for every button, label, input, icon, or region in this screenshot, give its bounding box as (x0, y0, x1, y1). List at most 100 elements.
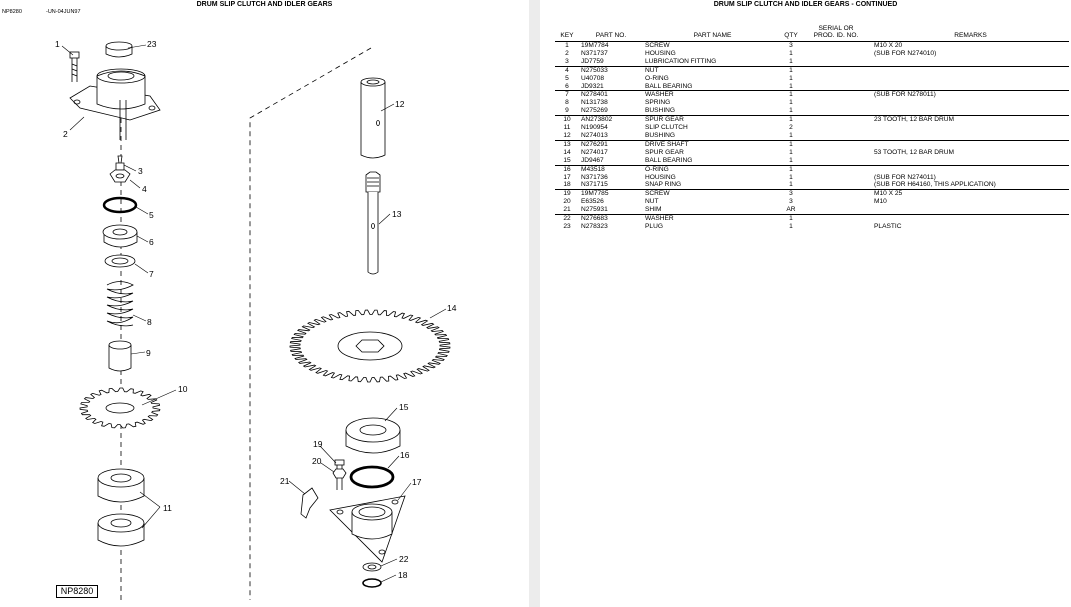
callout-15: 15 (399, 402, 409, 412)
cell-key: 22 (555, 214, 579, 223)
cell-part-no: M43518 (579, 164, 643, 174)
part-11-slip-clutch (97, 468, 145, 547)
col-serial: SERIAL OR PROD. ID. NO. (800, 25, 872, 42)
cell-key: 4 (555, 65, 579, 75)
cell-remarks (872, 99, 1069, 107)
cell-part-name: HOUSING (645, 173, 676, 181)
cell-part-name: BALL BEARING (645, 82, 693, 90)
part-10-spur-gear-small (79, 387, 161, 429)
cell-remarks (872, 139, 1069, 149)
cell-part-no: N371715 (581, 181, 608, 189)
cell-part-name: HOUSING (645, 49, 676, 57)
cell-serial (800, 83, 872, 91)
callout-12: 12 (395, 99, 405, 109)
cell-qty: 1 (789, 107, 793, 115)
cell-part-no: 19M7784 (581, 42, 609, 49)
cell-key: 17 (563, 173, 571, 181)
cell-remarks: PLASTIC (874, 222, 902, 230)
cell-qty: 1 (789, 156, 793, 164)
cell-serial (800, 90, 872, 100)
part-9-bushing (108, 340, 132, 372)
parts-table-header: KEY PART NO. PART NAME QTY SERIAL OR PRO… (555, 25, 1069, 42)
cell-part-no: N278401 (579, 90, 643, 100)
cell-part-name: SCREW (645, 42, 670, 49)
cell-key: 20 (563, 198, 571, 206)
callout-16: 16 (400, 450, 410, 460)
col-part-no: PART NO. (579, 25, 643, 42)
cell-serial (800, 65, 872, 75)
cell-key: 1 (565, 42, 569, 49)
cell-serial (800, 164, 872, 174)
callout-11: 11 (163, 503, 172, 513)
cell-qty: 3 (782, 189, 800, 199)
cell-serial (800, 50, 872, 58)
callout-17: 17 (412, 477, 422, 487)
cell-key: 16 (555, 164, 579, 174)
cell-qty: AR (786, 206, 796, 214)
cell-remarks: (SUB FOR H64160, THIS APPLICATION) (874, 181, 996, 189)
exploded-parts-diagram: 1 2 3 4 5 6 7 8 9 10 11 12 13 14 15 16 1… (55, 39, 457, 600)
cell-part-no: N274013 (581, 131, 608, 139)
cell-key: 11 (563, 124, 571, 132)
cell-serial (800, 174, 872, 182)
cell-remarks (872, 83, 1069, 91)
cell-key: 7 (555, 90, 579, 100)
cell-part-name: SPRING (645, 99, 671, 107)
part-2-housing (69, 68, 161, 140)
right-page-parts-list: DRUM SLIP CLUTCH AND IDLER GEARS - CONTI… (540, 0, 1071, 607)
cell-key: 13 (555, 139, 579, 149)
cell-part-no: JD9467 (581, 156, 604, 164)
callout-9: 9 (146, 348, 151, 358)
cell-remarks: M10 X 25 (872, 189, 1069, 199)
cell-part-no: N274017 (581, 148, 608, 156)
callout-2: 2 (63, 129, 68, 139)
callout-8: 8 (147, 317, 152, 327)
cell-qty: 1 (789, 99, 793, 107)
callout-18: 18 (398, 570, 408, 580)
left-page-diagram: DRUM SLIP CLUTCH AND IDLER GEARS NP8280 … (0, 0, 529, 607)
cell-part-no: N278323 (581, 222, 608, 230)
cell-qty: 1 (789, 222, 793, 230)
cell-part-no: N275033 (579, 65, 643, 75)
cell-qty: 1 (789, 57, 793, 65)
col-qty: QTY (782, 25, 800, 42)
cell-qty: 1 (782, 65, 800, 75)
cell-remarks (872, 75, 1069, 83)
cell-serial (800, 99, 872, 107)
cell-part-name: WASHER (643, 214, 782, 223)
cell-qty: 1 (789, 74, 793, 82)
cell-remarks: (SUB FOR N278011) (872, 90, 1069, 100)
left-page-title: DRUM SLIP CLUTCH AND IDLER GEARS (196, 1, 333, 8)
cell-part-name: NUT (643, 65, 782, 75)
cell-serial (800, 206, 872, 214)
cell-remarks: (SUB FOR N274010) (874, 49, 937, 57)
cell-serial (800, 157, 872, 165)
part-15-ball-bearing (345, 417, 401, 454)
cell-qty: 1 (789, 49, 793, 57)
cell-serial (800, 189, 872, 199)
cell-remarks (872, 124, 1069, 132)
cell-part-no: 19M7785 (579, 189, 643, 199)
cell-qty: 1 (782, 164, 800, 174)
cell-part-no: N276291 (579, 139, 643, 149)
cell-key: 14 (563, 148, 571, 156)
cell-part-name: SNAP RING (645, 181, 682, 189)
cell-serial (800, 139, 872, 149)
cell-serial (800, 181, 872, 189)
cell-remarks (872, 107, 1069, 115)
parts-table: KEY PART NO. PART NAME QTY SERIAL OR PRO… (555, 25, 1069, 231)
cell-part-name: LUBRICATION FITTING (645, 57, 717, 65)
callout-5: 5 (149, 210, 154, 220)
part-22-washer (362, 562, 382, 572)
right-assembly-axis (249, 47, 372, 600)
cell-serial (800, 214, 872, 223)
cell-part-name: SPUR GEAR (643, 115, 782, 125)
